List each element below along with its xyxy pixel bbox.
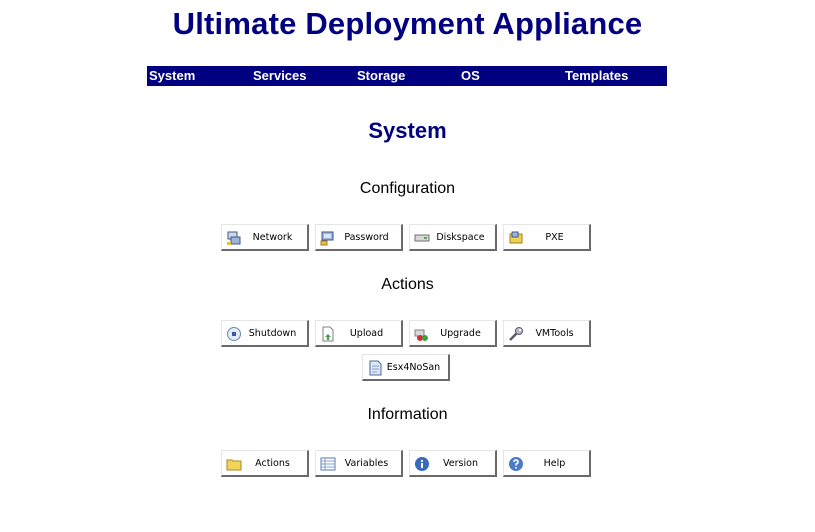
shutdown-icon [226, 326, 242, 342]
upload-button-label: Upload [349, 328, 384, 339]
diskspace-icon [414, 230, 430, 246]
version-button[interactable]: Version [409, 450, 497, 477]
version-button-label: Version [443, 458, 478, 469]
diskspace-button-label: Diskspace [436, 232, 485, 243]
menu-item-services[interactable]: Services [253, 68, 307, 83]
upgrade-button-label: Upgrade [440, 328, 481, 339]
upgrade-button[interactable]: Upgrade [409, 320, 497, 347]
password-button-label: Password [344, 232, 389, 243]
network-icon [226, 230, 242, 246]
main-menu-bar: System Services Storage OS Templates [147, 66, 667, 86]
page-title: System [368, 118, 447, 143]
actions-button-label: Actions [255, 458, 290, 469]
variables-button-label: Variables [344, 458, 389, 469]
menu-item-templates[interactable]: Templates [565, 68, 629, 83]
info-icon [414, 456, 430, 472]
help-icon [508, 456, 524, 472]
help-button-label: Help [543, 458, 566, 469]
pxe-button-label: PXE [545, 232, 564, 243]
variables-button[interactable]: Variables [315, 450, 403, 477]
shutdown-button-label: Shutdown [248, 328, 297, 339]
menu-item-storage[interactable]: Storage [357, 68, 406, 83]
folder-icon [226, 456, 242, 472]
diskspace-button[interactable]: Diskspace [409, 224, 497, 251]
section-heading-information: Information [367, 406, 448, 423]
help-button[interactable]: Help [503, 450, 591, 477]
wrench-icon [508, 326, 524, 342]
upload-button[interactable]: Upload [315, 320, 403, 347]
actions-button[interactable]: Actions [221, 450, 309, 477]
upload-icon [320, 326, 336, 342]
esx4nosan-button-label: Esx4NoSan [386, 362, 441, 373]
section-heading-configuration: Configuration [359, 180, 456, 197]
upgrade-icon [414, 326, 430, 342]
network-button-label: Network [252, 232, 293, 243]
password-icon [320, 230, 336, 246]
network-button[interactable]: Network [221, 224, 309, 251]
password-button[interactable]: Password [315, 224, 403, 251]
document-icon [367, 360, 383, 376]
esx4nosan-button[interactable]: Esx4NoSan [362, 354, 450, 381]
menu-item-os[interactable]: OS [461, 68, 480, 83]
pxe-icon [508, 230, 524, 246]
app-title: Ultimate Deployment Appliance [172, 6, 643, 41]
vmtools-button[interactable]: VMTools [503, 320, 591, 347]
vmtools-button-label: VMTools [535, 328, 574, 339]
pxe-button[interactable]: PXE [503, 224, 591, 251]
section-heading-actions: Actions [381, 276, 434, 293]
table-icon [320, 456, 336, 472]
menu-item-system[interactable]: System [149, 68, 196, 83]
shutdown-button[interactable]: Shutdown [221, 320, 309, 347]
